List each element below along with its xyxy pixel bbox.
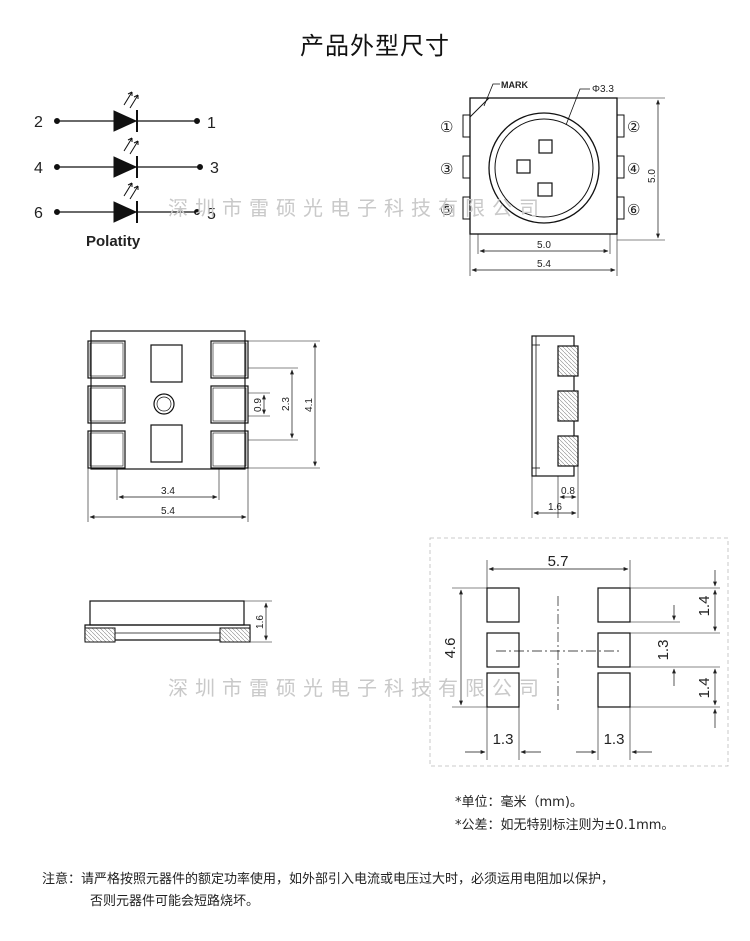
mark-label: MARK bbox=[501, 80, 528, 90]
dim-pad: 0.8 bbox=[561, 486, 575, 497]
bottom-view bbox=[87, 330, 320, 522]
caution-note-continued: 否则元器件可能会短路烧坏。 bbox=[90, 894, 260, 909]
watermark: 深圳市雷硕光电子科技有限公司 bbox=[168, 676, 546, 700]
dim-pad-height: 1.4 bbox=[696, 678, 713, 699]
pin-label: 2 bbox=[34, 114, 43, 131]
top-view bbox=[462, 83, 665, 276]
diameter-label: Φ3.3 bbox=[592, 84, 614, 95]
tolerance-note: *公差：如无特别标注则为±0.1mm。 bbox=[455, 818, 675, 833]
dim-height: 5.0 bbox=[647, 169, 658, 183]
pin-label: 3 bbox=[210, 160, 219, 177]
dim-inner: 3.4 bbox=[161, 486, 175, 497]
dim-outer: 5.4 bbox=[161, 506, 175, 517]
page-title: 产品外型尺寸 bbox=[300, 32, 450, 60]
pin-label: 5 bbox=[207, 206, 216, 223]
dim-height: 4.6 bbox=[442, 638, 459, 659]
dim-outer-width: 5.4 bbox=[537, 259, 551, 270]
pin-label: 6 bbox=[34, 205, 43, 222]
pin-number: ① bbox=[440, 119, 453, 136]
pin-label: 1 bbox=[207, 115, 216, 132]
polarity-label: Polatity bbox=[86, 233, 141, 250]
dim-pad: 0.9 bbox=[253, 398, 264, 412]
side-view bbox=[531, 335, 579, 518]
led-symbol bbox=[113, 201, 138, 223]
dim-pitch: 1.3 bbox=[655, 640, 672, 661]
pin-label: 4 bbox=[34, 160, 43, 177]
pin-number: ④ bbox=[627, 161, 640, 178]
pin-number: ② bbox=[627, 119, 640, 136]
dim-pad-width: 1.3 bbox=[493, 731, 514, 748]
dim-height: 1.6 bbox=[548, 502, 562, 513]
pin-number: ⑥ bbox=[627, 202, 640, 219]
dim-height: 1.6 bbox=[255, 615, 266, 629]
polarity-schematic bbox=[54, 91, 203, 223]
dim-width: 5.7 bbox=[548, 553, 569, 570]
dim-inner-width: 5.0 bbox=[537, 240, 551, 251]
front-view bbox=[84, 600, 272, 643]
led-symbol bbox=[113, 156, 138, 178]
led-symbol bbox=[113, 110, 138, 132]
dim-pitch: 2.3 bbox=[281, 397, 292, 411]
pin-number: ⑤ bbox=[440, 202, 453, 219]
dim-pad-height: 1.4 bbox=[696, 596, 713, 617]
pin-number: ③ bbox=[440, 161, 453, 178]
caution-note: 注意：请严格按照元器件的额定功率使用，如外部引入电流或电压过大时，必须运用电阻加… bbox=[42, 872, 615, 887]
dim-span: 4.1 bbox=[304, 398, 315, 412]
watermark: 深圳市雷硕光电子科技有限公司 bbox=[168, 196, 546, 220]
dim-pad-width: 1.3 bbox=[604, 731, 625, 748]
units-note: *单位：毫米（mm)。 bbox=[455, 795, 583, 810]
footprint-view bbox=[429, 537, 729, 767]
